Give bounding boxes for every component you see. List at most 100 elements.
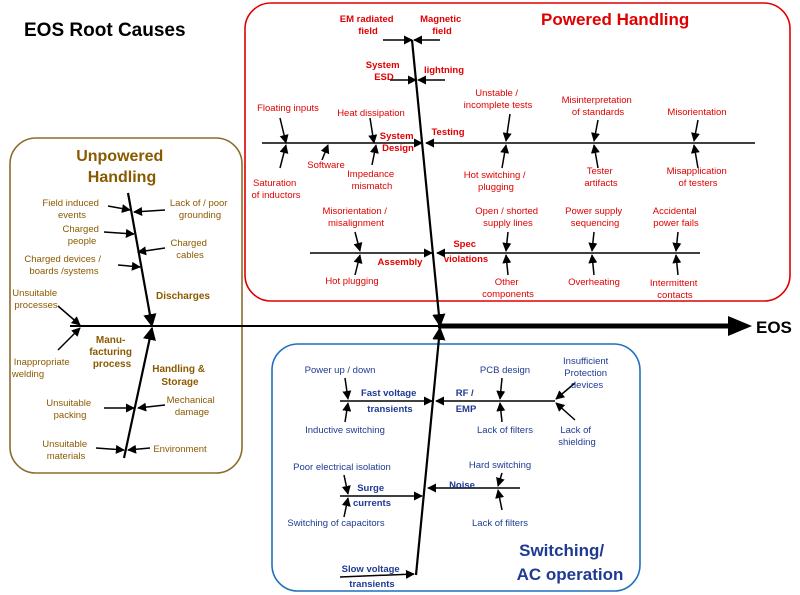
arrow-software — [320, 144, 330, 161]
label-power-up: Power up / down — [305, 365, 376, 376]
arrow-impedance — [369, 144, 379, 166]
label-field-induced: Field induced events — [42, 198, 101, 221]
label-saturation: Saturation of inductors — [251, 178, 300, 201]
arrow-misorient-mis — [353, 231, 363, 252]
arrow-floating — [279, 117, 289, 144]
label-lack-filters-1: Lack of filters — [477, 425, 533, 436]
unpowered-title: Unpowered Handling — [76, 148, 168, 186]
label-unsuitable-packing: Unsuitable packing — [46, 398, 94, 421]
label-manufacturing: Manu- facturing process — [89, 335, 135, 370]
arrow-misapplication — [690, 144, 700, 169]
arrow-lack-filters-1 — [496, 402, 506, 423]
label-switching-caps: Switching of capacitors — [287, 518, 384, 529]
arrow-field-induced — [107, 204, 131, 213]
switching-box — [271, 343, 641, 592]
unpowered-trunk — [126, 192, 157, 328]
arrow-hotswitch — [500, 144, 510, 169]
label-system-esd: System ESD — [366, 60, 402, 83]
arrow-lack-grounding — [133, 206, 166, 216]
arrow-environment — [127, 444, 151, 454]
label-misapplication: Misapplication of testers — [667, 166, 730, 189]
label-handling-storage: Handling & Storage — [152, 364, 208, 388]
arrow-accidental — [672, 231, 682, 252]
arrow-mech-damage — [137, 402, 166, 412]
powered-title: Powered Handling — [541, 10, 689, 29]
label-poor-isolation: Poor electrical isolation — [293, 462, 391, 473]
arrow-intermittent — [672, 254, 682, 276]
label-system-design: System Design — [380, 131, 416, 154]
label-charged-devices: Charged devices / boards /systems — [24, 254, 103, 277]
arrow-insufficient — [555, 382, 576, 400]
arrow-misorient-top — [691, 119, 700, 142]
unpowered-trunk-lower — [122, 326, 156, 459]
label-spec-violations: Spec violations — [444, 239, 488, 265]
powered-handling-box — [244, 2, 791, 302]
label-inappropriate-welding: Inappropriate welding — [11, 357, 72, 380]
diagram-title: EOS Root Causes — [24, 20, 186, 41]
arrow-inductive — [342, 402, 352, 423]
label-misinterpretation: Misinterpretation of standards — [562, 95, 635, 118]
label-slow-voltage: Slow voltage transients — [342, 564, 403, 590]
label-intermittent: Intermittent contacts — [650, 278, 700, 301]
arrow-charged-people — [103, 228, 135, 238]
label-accidental: Accidental power fails — [653, 206, 699, 229]
arrow-tester — [590, 144, 600, 169]
label-lightning: lightning — [424, 65, 464, 76]
label-environment: Environment — [153, 444, 207, 455]
effect-label: EOS — [756, 318, 792, 337]
label-other-components: Other components — [482, 277, 534, 300]
label-power-seq: Power supply sequencing — [565, 206, 625, 229]
arrow-misinterp — [591, 119, 600, 142]
label-impedance: Impedance mismatch — [347, 169, 397, 192]
arrow-unstable — [502, 113, 512, 142]
arrow-other — [502, 254, 512, 276]
label-insufficient-protection: Insufficient Protection devices — [563, 356, 611, 391]
label-pcb-design: PCB design — [480, 365, 530, 376]
arrow-charged-cables — [137, 246, 166, 256]
arrow-charged-devices — [117, 261, 141, 271]
label-discharges: Discharges — [156, 291, 210, 302]
label-misorientation-top: Misorientation — [667, 107, 726, 118]
arrow-hard-switching — [496, 472, 505, 487]
label-fast-voltage: Fast voltage transients — [361, 388, 419, 415]
label-em-radiated: EM radiated field — [340, 14, 397, 37]
arrow-overheat — [588, 254, 598, 276]
label-misorientation-mis: Misorientation / misalignment — [322, 206, 389, 229]
label-lack-shielding: Lack of shielding — [558, 425, 596, 448]
arrow-pcb — [496, 377, 506, 400]
arrow-unsuitable-processes — [57, 305, 81, 326]
arrow-heat — [368, 117, 378, 144]
label-overheating: Overheating — [568, 277, 620, 288]
label-software: Software — [307, 160, 345, 171]
label-open-shorted: Open / shorted supply lines — [475, 206, 541, 229]
label-lack-filters-2: Lack of filters — [472, 518, 528, 529]
label-magnetic: Magnetic field — [420, 14, 464, 37]
label-assembly: Assembly — [378, 257, 424, 268]
label-unsuitable-processes: Unsuitable processes — [12, 288, 60, 311]
label-inductive-switching: Inductive switching — [305, 425, 385, 436]
arrow-inappropriate-welding — [57, 327, 81, 351]
label-rf-emp: RF / EMP — [456, 388, 477, 415]
label-lack-grounding: Lack of / poor grounding — [170, 198, 230, 221]
label-testing: Testing — [431, 127, 464, 138]
unpowered-handling-box — [9, 137, 243, 474]
arrow-lack-filters-2 — [495, 489, 505, 511]
arrow-lack-shielding — [555, 402, 576, 421]
arrow-unsuitable-materials — [95, 444, 125, 454]
switching-trunk — [414, 326, 446, 576]
label-hot-plugging: Hot plugging — [325, 276, 378, 287]
label-hot-switching: Hot switching / plugging — [464, 170, 528, 193]
powered-trunk — [410, 39, 446, 328]
arrow-switching-caps — [341, 497, 351, 518]
label-floating-inputs: Floating inputs — [257, 103, 319, 114]
arrow-poor-isolation — [341, 474, 351, 495]
label-charged-people: Charged people — [62, 224, 101, 247]
label-hard-switching: Hard switching — [469, 460, 531, 471]
arrow-open — [502, 231, 512, 252]
label-mech-damage: Mechanical damage — [167, 395, 218, 418]
label-tester-artifacts: Tester artifacts — [584, 166, 618, 189]
label-unstable: Unstable / incomplete tests — [464, 88, 533, 111]
main-spine-arrowhead — [728, 316, 752, 336]
label-heat-dissipation: Heat dissipation — [337, 108, 405, 119]
